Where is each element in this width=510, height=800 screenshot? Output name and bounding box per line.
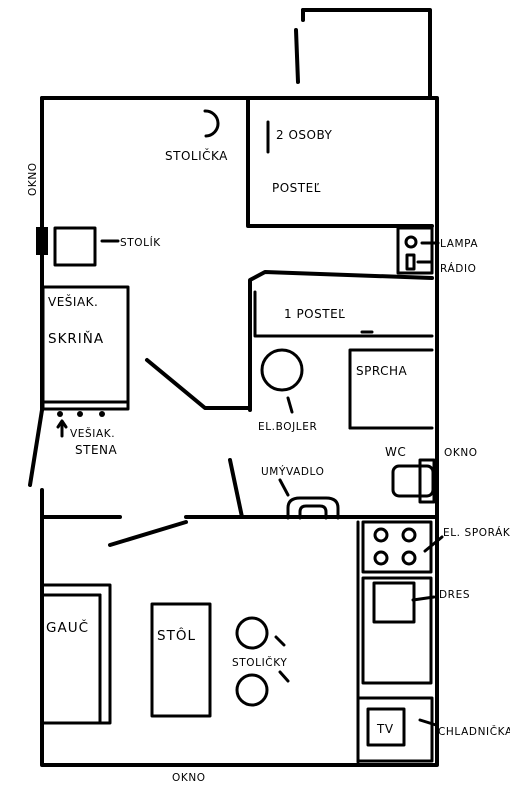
kitchen-counter	[356, 520, 444, 764]
stove-burner-icon	[401, 550, 417, 566]
bed-two-person	[246, 96, 434, 228]
sofa-label: GAUČ	[46, 618, 89, 636]
bath-door-wall	[228, 458, 244, 519]
living-door-wall	[108, 520, 188, 547]
sofa	[42, 583, 112, 725]
chair-icon	[203, 109, 220, 138]
sink-icon	[372, 581, 416, 624]
stove-label: EL. SPORÁK	[443, 526, 510, 539]
boiler-label: EL.BOJLER	[258, 421, 317, 433]
chairs	[235, 616, 290, 707]
wardrobe	[41, 285, 130, 411]
tv-label: TV	[376, 722, 394, 736]
washbasin-label: UMÝVADLO	[261, 465, 324, 478]
toilet	[391, 458, 436, 504]
sink-label: DRES	[439, 589, 470, 601]
coat-hooks	[56, 411, 105, 438]
coat-hooks-label-1: VEŠIAK.	[70, 427, 115, 440]
shower	[348, 348, 434, 430]
chair-round-icon	[235, 673, 269, 707]
fridge-label: CHLADNIČKA	[438, 725, 510, 738]
entrance-door	[294, 8, 432, 100]
lamp-radio-shelf	[396, 226, 440, 275]
window-right-label: OKNO	[444, 447, 478, 459]
side-table	[36, 226, 120, 267]
stove-burner-icon	[373, 527, 389, 543]
radio-icon	[405, 253, 416, 271]
lamp-label: LAMPA	[440, 238, 478, 250]
window-bottom-label: OKNO	[172, 772, 206, 784]
bed-single	[248, 270, 434, 412]
chair-label: STOLIČKA	[165, 148, 228, 163]
wardrobe-label-2: SKRIŇA	[48, 330, 104, 347]
radio-label: RÁDIO	[440, 262, 477, 275]
door-swing-wall	[145, 358, 250, 410]
toilet-label: WC	[385, 445, 406, 459]
coat-hooks-label-2: STENA	[75, 443, 118, 457]
table	[150, 602, 212, 718]
washbasin	[278, 478, 340, 520]
stove-burner-icon	[373, 550, 389, 566]
lamp-icon	[404, 235, 418, 249]
table-label: STÔL	[157, 626, 196, 644]
boiler-icon	[260, 348, 304, 392]
stove-burner-icon	[401, 527, 417, 543]
bed-two-person-title: POSTEĽ	[272, 181, 321, 195]
bed-single-label: 1 POSTEĽ	[284, 307, 345, 321]
chair-round-icon	[235, 616, 269, 650]
chairs-label: STOLIČKY	[232, 656, 287, 669]
window-left-label: OKNO	[27, 162, 39, 196]
side-table-label: STOLÍK	[120, 236, 161, 249]
wardrobe-label-1: VEŠIAK.	[48, 294, 98, 309]
bed-two-person-label: 2 OSOBY	[276, 128, 333, 142]
shower-label: SPRCHA	[356, 364, 407, 378]
